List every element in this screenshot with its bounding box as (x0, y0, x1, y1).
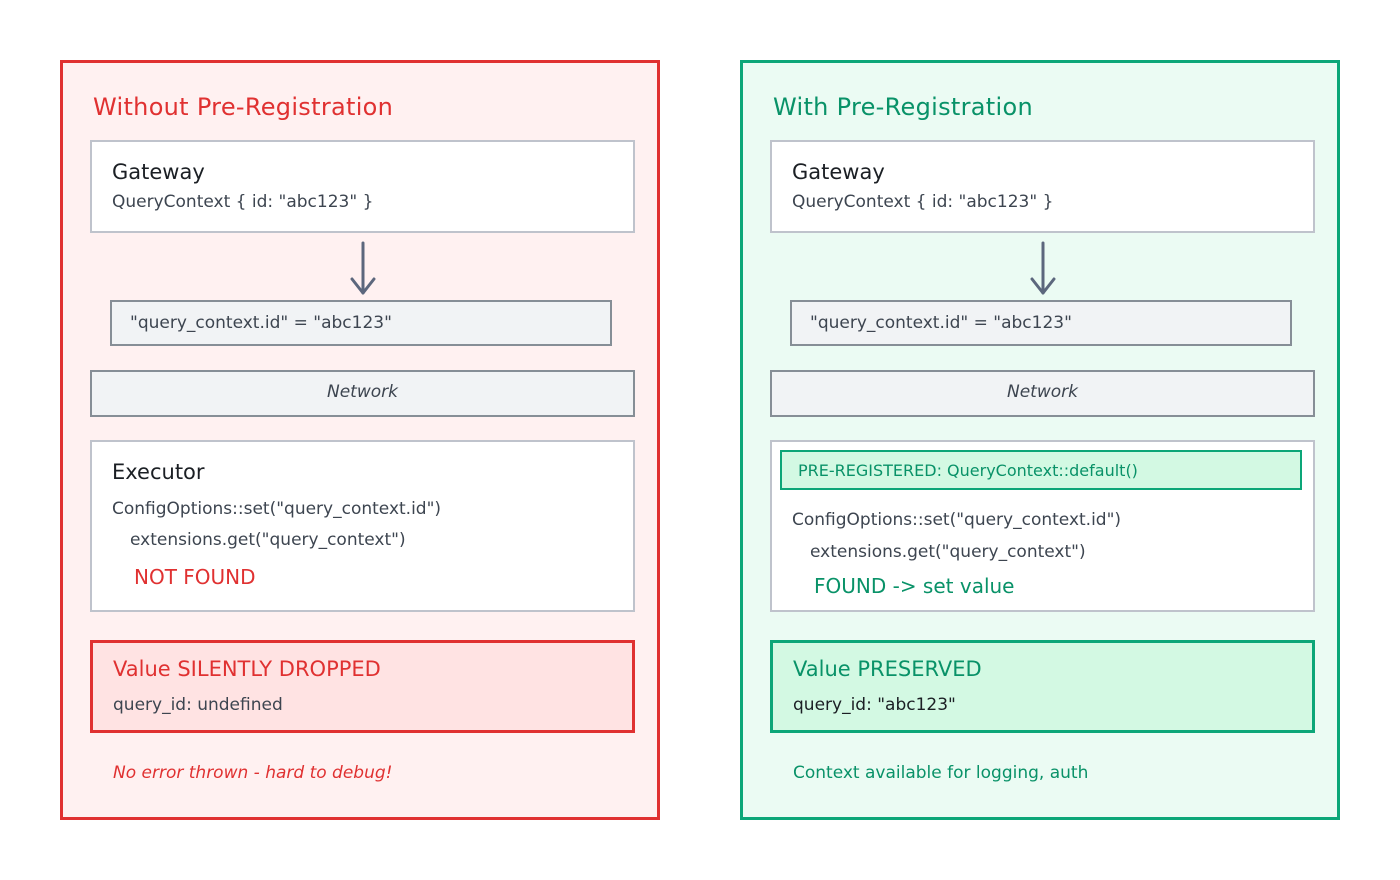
preregistered-label: PRE-REGISTERED: QueryContext::default() (798, 461, 1138, 480)
without-preregistration-panel: Without Pre-Registration Gateway QueryCo… (60, 60, 660, 820)
with-preregistration-panel: With Pre-Registration Gateway QueryConte… (740, 60, 1340, 820)
executor-box: Executor ConfigOptions::set("query_conte… (90, 440, 635, 612)
serialized-box: "query_context.id" = "abc123" (110, 300, 612, 346)
gateway-title: Gateway (792, 160, 885, 184)
footer-note: Context available for logging, auth (793, 763, 1089, 783)
serialized-box: "query_context.id" = "abc123" (790, 300, 1292, 346)
executor-title: Executor (112, 460, 205, 484)
gateway-title: Gateway (112, 160, 205, 184)
serialized-text: "query_context.id" = "abc123" (810, 313, 1072, 333)
network-box: Network (90, 370, 635, 417)
result-dropped-box: Value SILENTLY DROPPED query_id: undefin… (90, 640, 635, 733)
result-preserved-box: Value PRESERVED query_id: "abc123" (770, 640, 1315, 733)
executor-line-1: ConfigOptions::set("query_context.id") (792, 510, 1122, 530)
panel-title: Without Pre-Registration (93, 93, 394, 121)
result-title: Value SILENTLY DROPPED (113, 657, 381, 681)
result-code: query_id: "abc123" (793, 695, 956, 715)
network-label: Network (327, 382, 398, 402)
down-arrow-icon (1030, 241, 1056, 295)
executor-line-1: ConfigOptions::set("query_context.id") (112, 499, 442, 519)
executor-line-2: extensions.get("query_context") (130, 530, 406, 550)
result-code: query_id: undefined (113, 695, 283, 715)
executor-line-2: extensions.get("query_context") (810, 542, 1086, 562)
footer-note: No error thrown - hard to debug! (113, 763, 393, 783)
gateway-code: QueryContext { id: "abc123" } (792, 192, 1054, 212)
gateway-box: Gateway QueryContext { id: "abc123" } (770, 140, 1315, 233)
network-box: Network (770, 370, 1315, 417)
panel-title: With Pre-Registration (773, 93, 1033, 121)
preregistered-box: PRE-REGISTERED: QueryContext::default() (780, 450, 1302, 490)
result-title: Value PRESERVED (793, 657, 982, 681)
found-status: FOUND -> set value (814, 574, 1015, 598)
executor-box: PRE-REGISTERED: QueryContext::default() … (770, 440, 1315, 612)
gateway-box: Gateway QueryContext { id: "abc123" } (90, 140, 635, 233)
network-label: Network (1007, 382, 1078, 402)
gateway-code: QueryContext { id: "abc123" } (112, 192, 374, 212)
down-arrow-icon (350, 241, 376, 295)
not-found-status: NOT FOUND (134, 565, 256, 589)
serialized-text: "query_context.id" = "abc123" (130, 313, 392, 333)
